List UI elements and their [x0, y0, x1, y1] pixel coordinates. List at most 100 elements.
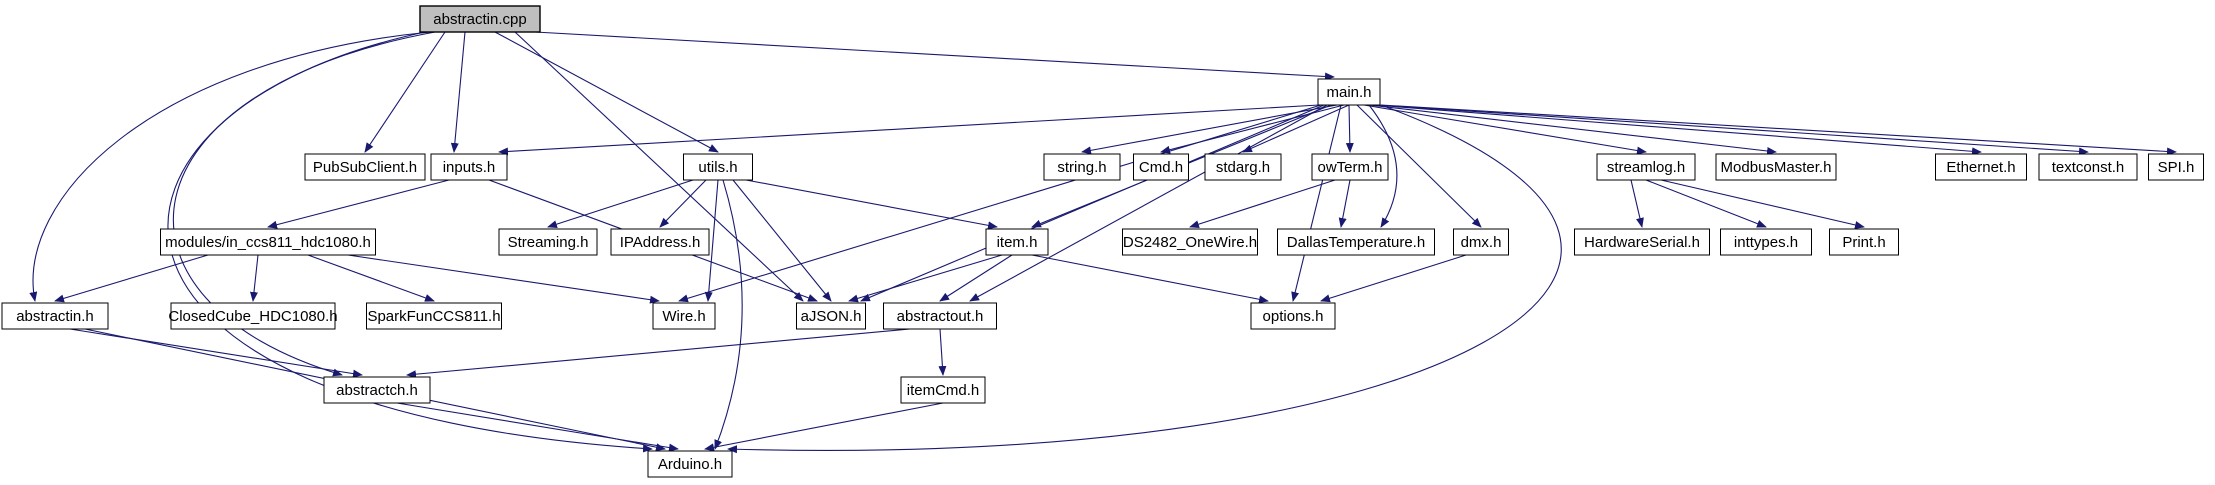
node-box[interactable] [1317, 78, 1381, 106]
node-itemcmd_h[interactable]: itemCmd.h [900, 376, 986, 404]
node-box[interactable] [883, 302, 997, 330]
node-box[interactable] [419, 5, 541, 33]
node-box[interactable] [430, 153, 508, 181]
node-pubsubclient_h[interactable]: PubSubClient.h [304, 153, 426, 181]
node-box[interactable] [1715, 153, 1837, 181]
node-dallastemperature_h[interactable]: DallasTemperature.h [1277, 228, 1435, 256]
node-label: inttypes.h [1734, 234, 1798, 251]
node-streamlog_h[interactable]: streamlog.h [1596, 153, 1696, 181]
node-ethernet_h[interactable]: Ethernet.h [1935, 153, 2027, 181]
node-label: dmx.h [1461, 234, 1502, 251]
node-modbusmaster_h[interactable]: ModbusMaster.h [1715, 153, 1837, 181]
node-closedcube_h[interactable]: ClosedCube_HDC1080.h [168, 302, 338, 330]
edge-streamlog_h-inttypes_h [1645, 179, 1767, 228]
node-box[interactable] [1043, 153, 1121, 181]
node-box[interactable] [1204, 153, 1282, 181]
node-abstractin_cpp[interactable]: abstractin.cpp [419, 5, 541, 33]
node-box[interactable] [366, 302, 502, 330]
node-box[interactable] [796, 302, 866, 330]
edge-main_h-owterm_h [1345, 104, 1354, 153]
node-box[interactable] [610, 228, 710, 256]
node-options_h[interactable]: options.h [1250, 302, 1336, 330]
edge-abstractin_cpp-pubsubclient_h [364, 31, 446, 153]
node-box[interactable] [2038, 153, 2138, 181]
node-wire_h[interactable]: Wire.h [652, 302, 716, 330]
node-spi_h[interactable]: SPI.h [2148, 153, 2204, 181]
node-ajson_h[interactable]: aJSON.h [796, 302, 866, 330]
node-label: HardwareSerial.h [1584, 234, 1700, 251]
node-ipaddress_h[interactable]: IPAddress.h [610, 228, 710, 256]
node-box[interactable] [1829, 228, 1899, 256]
node-box[interactable] [985, 228, 1049, 256]
node-stdarg_h[interactable]: stdarg.h [1204, 153, 1282, 181]
node-string_h[interactable]: string.h [1043, 153, 1121, 181]
node-box[interactable] [1311, 153, 1389, 181]
node-abstractin_h[interactable]: abstractin.h [1, 302, 109, 330]
node-box[interactable] [647, 450, 733, 478]
node-box[interactable] [1596, 153, 1696, 181]
node-box[interactable] [1453, 228, 1509, 256]
edge-utils_h-item_h [745, 179, 998, 230]
node-textconst_h[interactable]: textconst.h [2038, 153, 2138, 181]
node-owterm_h[interactable]: owTerm.h [1311, 153, 1389, 181]
node-utils_h[interactable]: utils.h [683, 153, 753, 181]
edge-streamlog_h-print_h [1660, 179, 1865, 229]
edge-item_h-options_h [1031, 254, 1269, 304]
node-box[interactable] [498, 228, 598, 256]
node-dmx_h[interactable]: dmx.h [1453, 228, 1509, 256]
edge-modules_h-wire_h [347, 254, 660, 304]
edge-main_h-ajson_h [860, 104, 1325, 302]
edge-owterm_h-ds2482_h [1189, 179, 1336, 229]
edge-item_h-abstractout_h [939, 254, 1013, 302]
edge-inputs_h-modules_h [267, 179, 450, 229]
node-box[interactable] [1, 302, 109, 330]
edge-main_h-ethernet_h [1373, 104, 1982, 156]
node-box[interactable] [323, 376, 431, 404]
node-inputs_h[interactable]: inputs.h [430, 153, 508, 181]
edge-main_h-textconst_h [1376, 104, 2089, 156]
node-arduino_h[interactable]: Arduino.h [647, 450, 733, 478]
node-box[interactable] [1277, 228, 1435, 256]
edge-abstractch_h-arduino_h [396, 402, 679, 452]
edge-utils_h-ajson_h [732, 179, 832, 302]
node-box[interactable] [1133, 153, 1189, 181]
edge-main_h-spi_h [1380, 104, 2177, 156]
node-box[interactable] [170, 302, 336, 330]
node-cmd_h[interactable]: Cmd.h [1133, 153, 1189, 181]
node-box[interactable] [1574, 228, 1710, 256]
node-sparkfun_h[interactable]: SparkFunCCS811.h [366, 302, 502, 330]
edge-modules_h-closedcube_h [249, 254, 259, 302]
node-box[interactable] [652, 302, 716, 330]
node-box[interactable] [2148, 153, 2204, 181]
node-box[interactable] [1935, 153, 2027, 181]
node-label: aJSON.h [801, 308, 862, 325]
node-box[interactable] [683, 153, 753, 181]
node-label: Streaming.h [508, 234, 589, 251]
node-box[interactable] [1250, 302, 1336, 330]
node-abstractch_h[interactable]: abstractch.h [323, 376, 431, 404]
edge-utils_h-streaming_h [547, 179, 694, 229]
edge-utils_h-arduino_h [714, 179, 743, 450]
node-streaming_h[interactable]: Streaming.h [498, 228, 598, 256]
node-label: DS2482_OneWire.h [1123, 234, 1257, 251]
node-ds2482_h[interactable]: DS2482_OneWire.h [1122, 228, 1258, 256]
edge-main_h-dallastemperature_h [1368, 104, 1398, 228]
node-box[interactable] [1122, 228, 1258, 256]
edge-owterm_h-dallastemperature_h [1338, 179, 1351, 228]
node-modules_h[interactable]: modules/in_ccs811_hdc1080.h [160, 228, 376, 256]
node-print_h[interactable]: Print.h [1829, 228, 1899, 256]
node-box[interactable] [1720, 228, 1812, 256]
node-inttypes_h[interactable]: inttypes.h [1720, 228, 1812, 256]
node-box[interactable] [900, 376, 986, 404]
edge-main_h-stdarg_h [1242, 104, 1350, 153]
node-main_h[interactable]: main.h [1317, 78, 1381, 106]
node-hardwareserial_h[interactable]: HardwareSerial.h [1574, 228, 1710, 256]
edge-abstractout_h-abstractch_h [406, 328, 911, 379]
node-item_h[interactable]: item.h [985, 228, 1049, 256]
node-box[interactable] [160, 228, 376, 256]
node-box[interactable] [304, 153, 426, 181]
node-abstractout_h[interactable]: abstractout.h [883, 302, 997, 330]
